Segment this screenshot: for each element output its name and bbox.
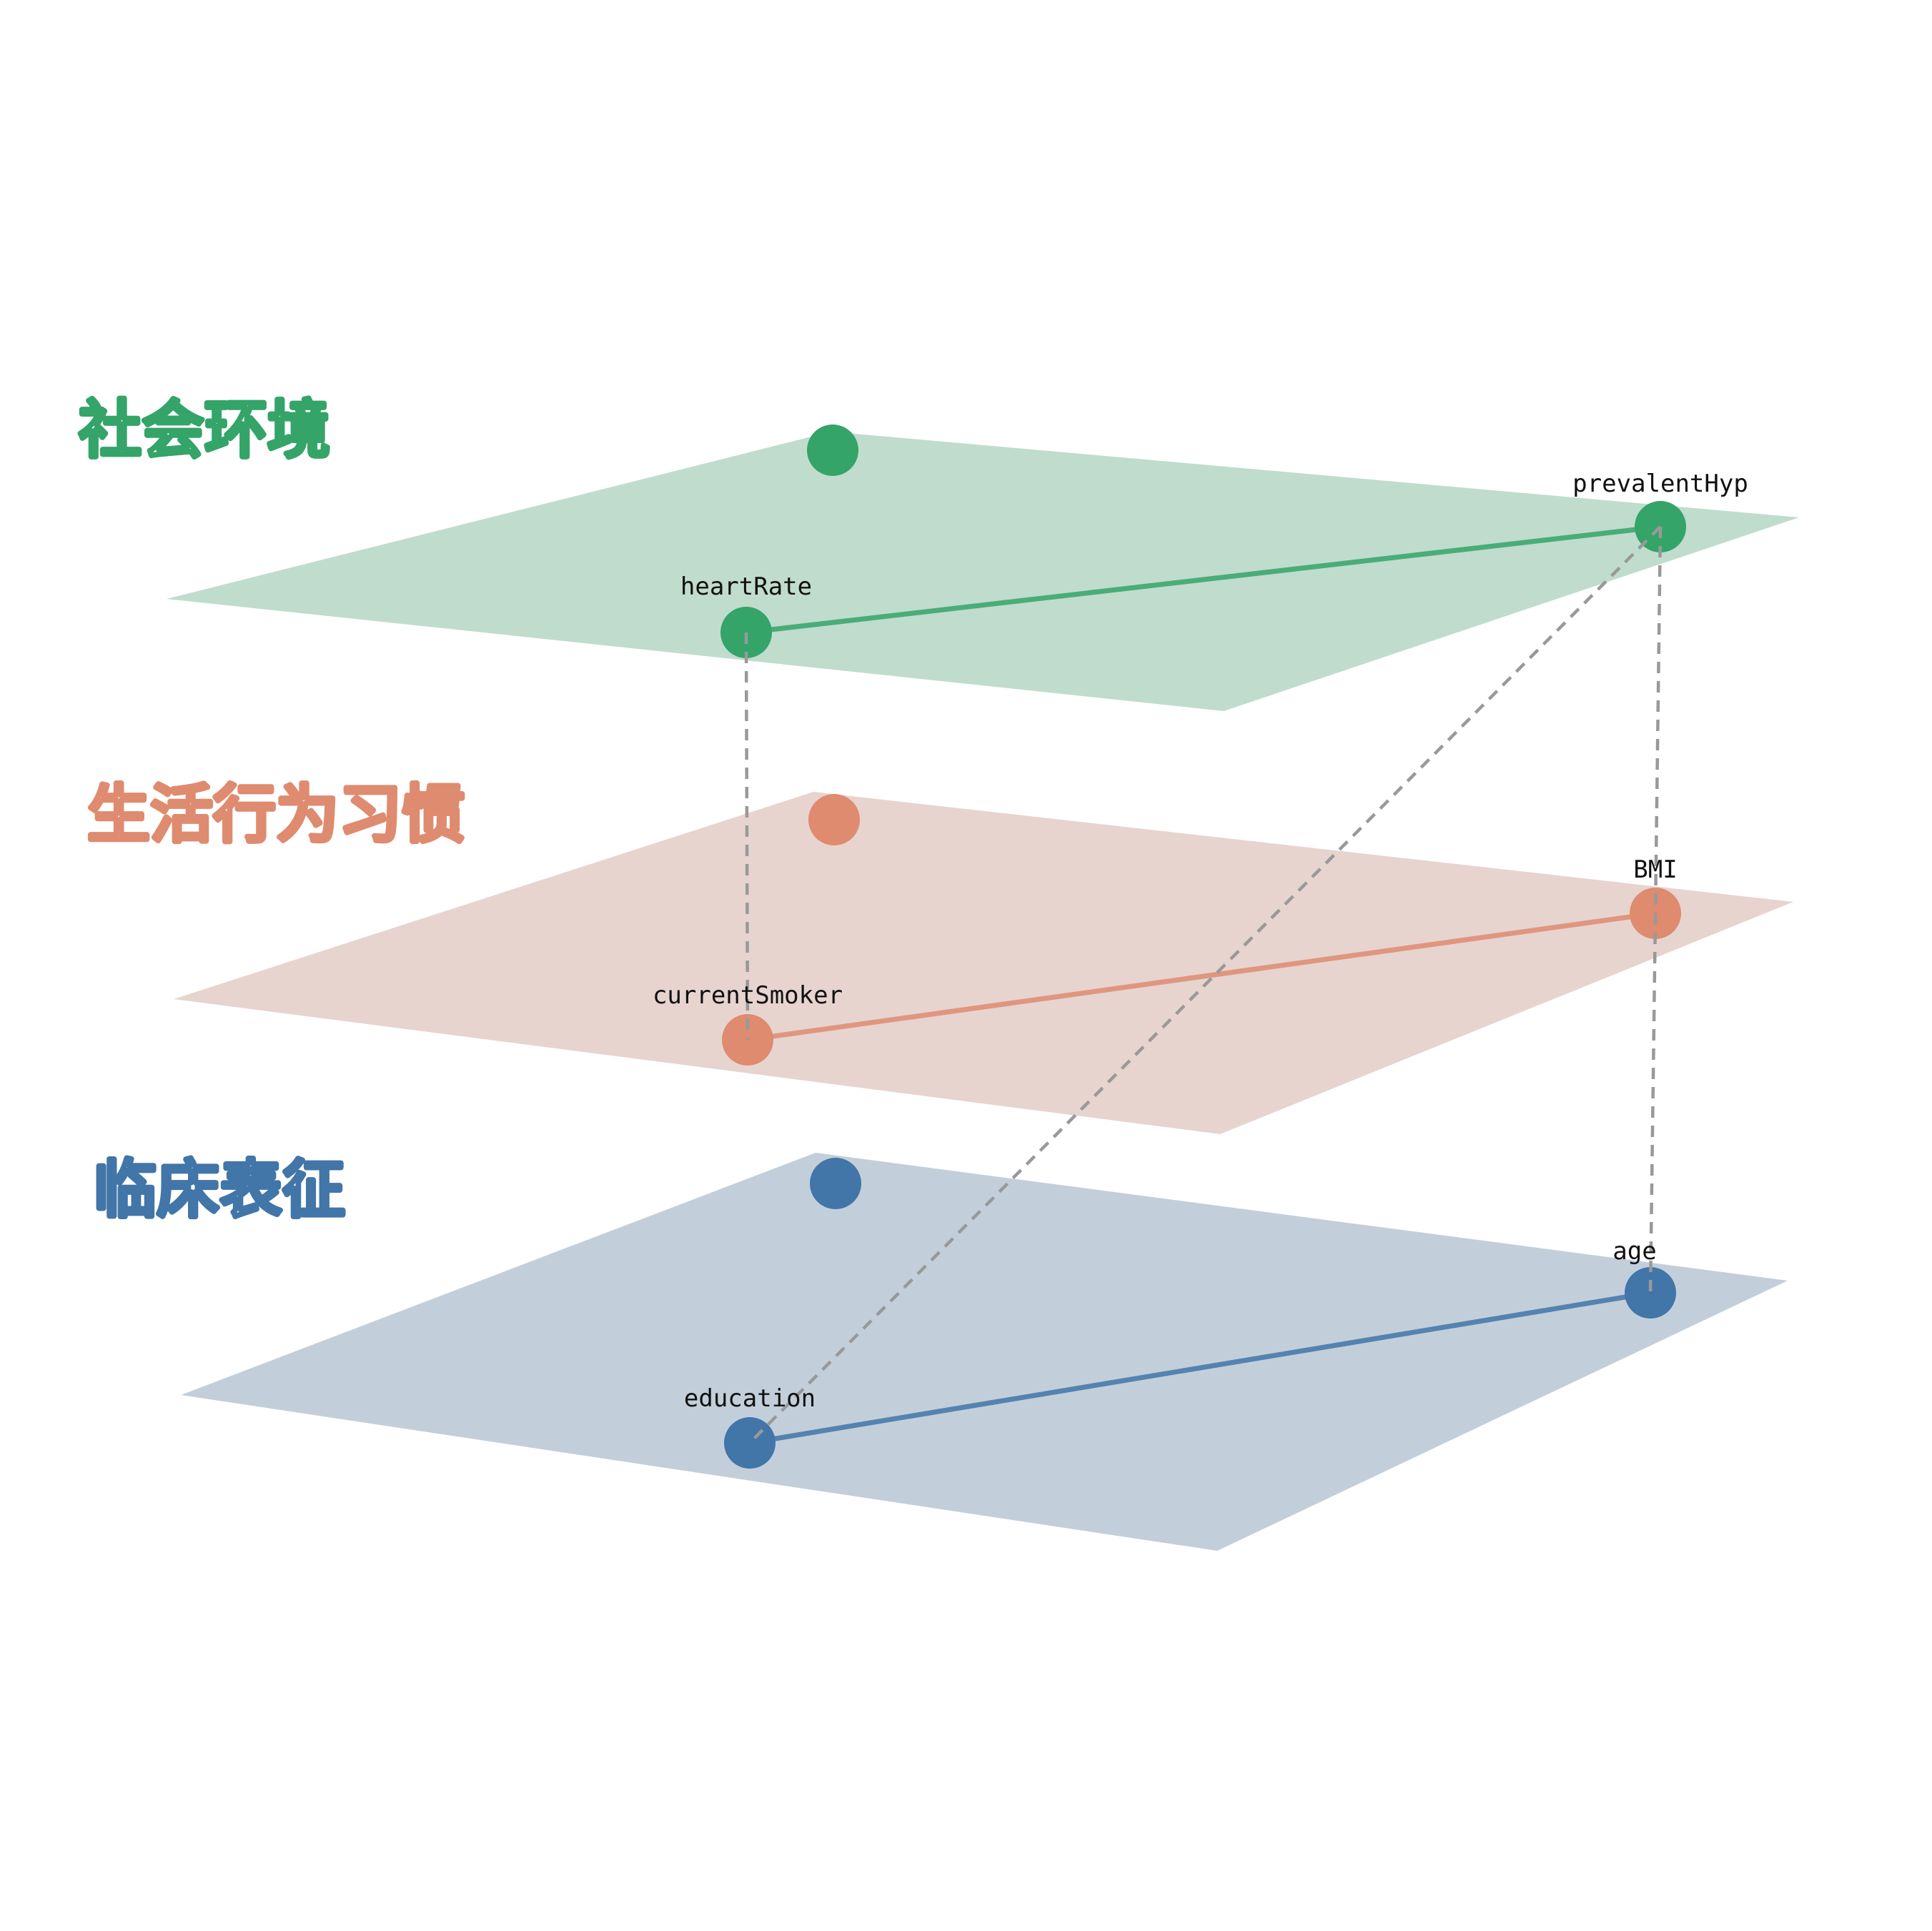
edge-heartRate-prevalentHyp xyxy=(745,524,1661,635)
node-label-age: age xyxy=(1613,1237,1656,1266)
node-labels: heartRate prevalentHyp currentSmoker BMI edu… xyxy=(653,470,1748,1413)
plane-social xyxy=(167,432,1799,711)
edge-prevalentHyp-education xyxy=(748,525,1662,1444)
node-clinical-center xyxy=(810,1158,861,1209)
layer-label-lifestyle: 生活行为习惯 xyxy=(87,778,465,851)
node-education xyxy=(724,1417,776,1469)
edge-currentSmoker-BMI xyxy=(747,910,1656,1043)
node-label-BMI: BMI xyxy=(1633,855,1677,884)
plane-clinical xyxy=(181,1153,1788,1551)
network-nodes xyxy=(720,425,1686,1469)
edge-heartRate-currentSmoker xyxy=(744,632,750,1041)
node-label-heartRate: heartRate xyxy=(680,572,812,601)
edge-prevalentHyp-BMI xyxy=(1653,526,1663,914)
edge-BMI-age xyxy=(1648,913,1658,1294)
intra-layer-edges xyxy=(745,524,1661,1446)
layer-planes xyxy=(167,432,1799,1551)
node-label-prevalentHyp: prevalentHyp xyxy=(1572,470,1748,498)
node-label-education: education xyxy=(684,1384,816,1413)
plane-lifestyle xyxy=(174,792,1793,1134)
node-label-currentSmoker: currentSmoker xyxy=(653,981,843,1010)
inter-layer-edges xyxy=(744,525,1663,1444)
node-lifestyle-center xyxy=(808,794,860,845)
layer-label-clinical: 临床表征 xyxy=(94,1153,345,1226)
node-social-center xyxy=(807,425,858,476)
layer-label-social: 社会环境 xyxy=(79,393,330,467)
node-age xyxy=(1625,1267,1676,1319)
edge-education-age xyxy=(749,1290,1651,1446)
